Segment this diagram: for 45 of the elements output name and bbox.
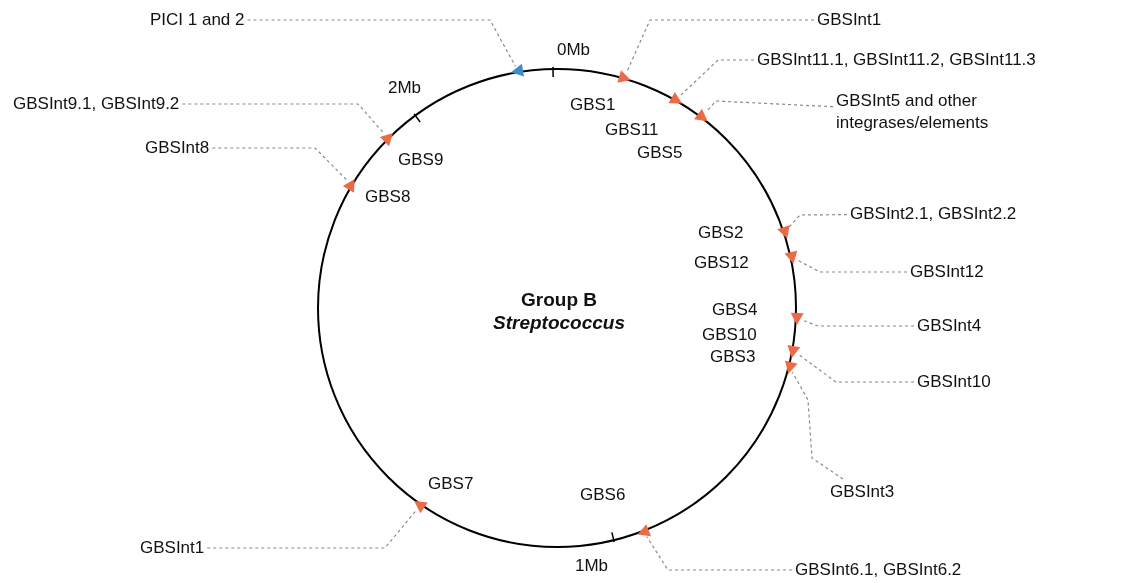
leader-line (791, 371, 844, 480)
gene-label: GBS12 (694, 253, 749, 273)
leader-line (801, 319, 915, 327)
gene-label: GBS5 (637, 143, 683, 163)
gene-label: GBS8 (365, 187, 411, 207)
gene-label: GBS9 (398, 150, 444, 170)
integrase-label: GBSInt8 (145, 138, 210, 158)
triangle-marker (785, 342, 802, 359)
leader-line (705, 100, 834, 113)
organism-name: Group B Streptococcus (492, 288, 626, 334)
leader-line (181, 103, 384, 134)
integrase-label: GBSInt12 (910, 262, 984, 282)
triangle-marker (776, 223, 793, 240)
integrase-label: GBSInt4 (917, 316, 982, 336)
gene-label: GBS6 (580, 485, 626, 505)
scale-label: 1Mb (575, 556, 609, 576)
leader-line (246, 19, 516, 67)
integrase-label: GBSInt11.1, GBSInt11.2, GBSInt11.3 (757, 50, 1036, 70)
integrase-label: GBSInt9.1, GBSInt9.2 (13, 94, 180, 114)
integrase-label: GBSInt1 (140, 538, 205, 558)
integrase-label: GBSInt2.1, GBSInt2.2 (850, 204, 1017, 224)
integrase-label: GBSInt10 (917, 372, 991, 392)
leader-line (680, 59, 755, 96)
scale-label: 0Mb (557, 40, 591, 60)
integrase-label: GBSInt3 (830, 482, 895, 502)
gene-label: GBS7 (428, 474, 474, 494)
gene-label: GBS3 (710, 347, 756, 367)
gene-label: GBS4 (712, 300, 758, 320)
triangle-marker (788, 310, 805, 327)
gene-label: GBS2 (698, 223, 744, 243)
gene-label: GBS1 (570, 95, 616, 115)
gene-label: GBS11 (605, 120, 659, 140)
leader-line (646, 536, 793, 571)
integrase-label: GBSInt5 and other integrases/elements (836, 90, 1048, 134)
leader-line (788, 214, 848, 228)
leader-line (797, 353, 915, 383)
integrase-label: GBSInt6.1, GBSInt6.2 (795, 560, 962, 580)
leader-line (206, 509, 417, 549)
leader-line (211, 147, 347, 181)
integrase-label: GBSInt1 (817, 10, 882, 30)
scale-label: 2Mb (388, 78, 422, 98)
integrase-label: PICI 1 and 2 (150, 10, 245, 30)
triangle-marker (616, 69, 633, 86)
triangle-marker (783, 249, 800, 265)
gene-label: GBS10 (702, 325, 757, 345)
